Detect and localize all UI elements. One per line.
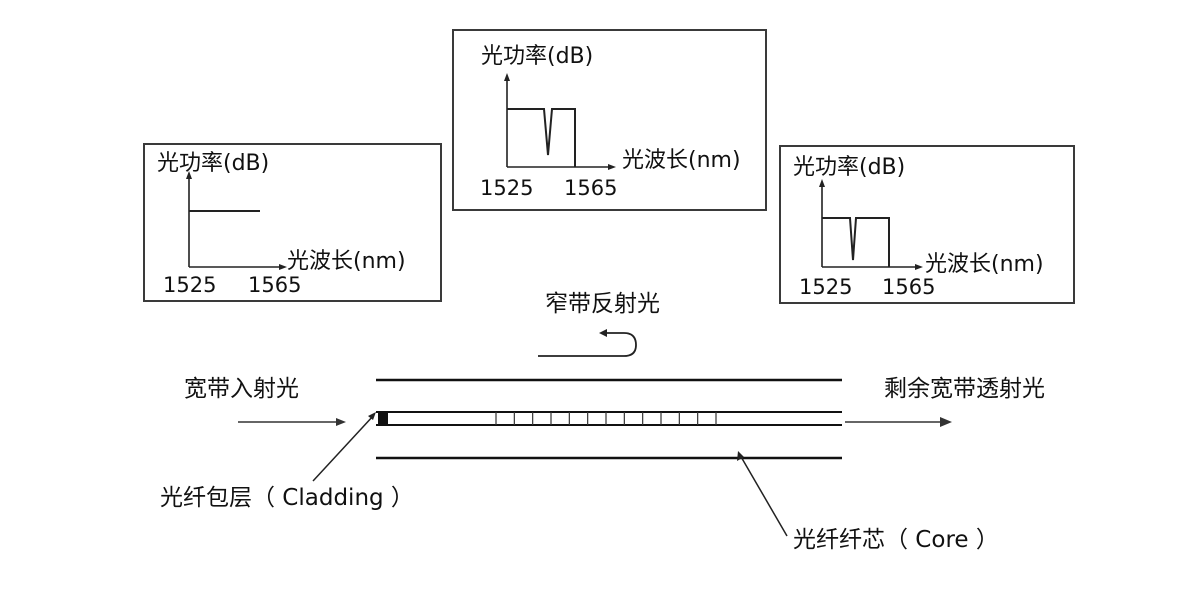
fiber-end-face — [378, 411, 388, 426]
input-light-label: 宽带入射光 — [184, 378, 299, 401]
reflected-light-arrow — [538, 333, 636, 356]
cladding-leader — [313, 415, 374, 481]
cladding-label: 光纤包层（ Cladding ） — [160, 487, 414, 510]
bragg-grating — [496, 412, 716, 425]
core-label: 光纤纤芯（ Core ） — [793, 529, 999, 552]
core-leader — [740, 455, 787, 536]
reflected-light-label: 窄带反射光 — [545, 293, 660, 316]
output-light-label: 剩余宽带透射光 — [884, 378, 1045, 401]
